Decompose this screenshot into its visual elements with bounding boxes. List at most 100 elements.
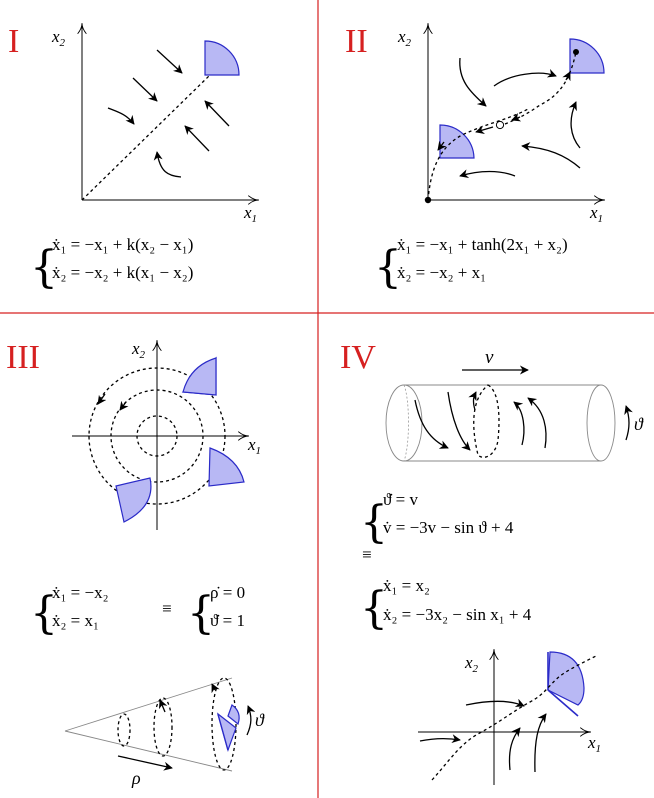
panel-4-arrow: [508, 727, 521, 771]
panel-3-equation-3: ρ̇ = 0: [210, 583, 245, 602]
panel-2-arrow: [568, 101, 581, 149]
panel-4-cylinder-left-end: [385, 384, 423, 462]
panel-4-arrow: [534, 713, 547, 773]
panel-2-arrow: [511, 112, 522, 122]
panel-3-equation-2: ẋ₂ = x₁: [52, 611, 99, 630]
panel-2-arrow: [437, 140, 447, 151]
panel-4-theta-arrow: [624, 405, 633, 441]
panel-2-brace: {: [374, 242, 402, 293]
panel-3-orbit-middle: [110, 389, 204, 483]
panel-3-rho-label: ρ: [131, 768, 141, 788]
panel-3-theta-arrow: [246, 705, 256, 736]
panel-4-arrow: [468, 391, 477, 411]
panel-1-wedge: [204, 40, 240, 76]
panel-3-cone-orbit-1: [117, 713, 131, 747]
panel-3-orbit-inner: [136, 415, 178, 457]
panel-4-equivalence: ≡: [362, 545, 372, 564]
panel-3-equivalence: ≡: [162, 599, 172, 618]
panel-3-equation-4: ϑ̇ = 1: [210, 611, 245, 630]
panel-4-equation-2: v̇ = −3v − sin ϑ + 4: [383, 518, 514, 537]
panel-4-cylinder-hidden-edge: [403, 384, 409, 462]
panel-4-arrow: [465, 698, 525, 707]
panel-3-cone-arrow: [158, 699, 168, 713]
panel-4-wedge: [547, 651, 585, 706]
panel-2-equation-2: ẋ₂ = −x₂ + x₁: [397, 263, 486, 282]
panel-3-cone-orbit-3: [211, 677, 237, 771]
panel-2-wedge-upper: [569, 38, 605, 74]
panel-2-unstable-manifold: [504, 51, 577, 125]
panel-3-rho-arrow: [117, 755, 173, 771]
panel-3-cone-bottom-edge: [64, 730, 233, 772]
panel-4-arrow: [414, 399, 449, 449]
panel-3-wedge-bottom: [115, 477, 152, 523]
panel-3-label: III: [6, 339, 40, 376]
panel-3-cone-wedge: [227, 704, 240, 726]
panel-2-arrow: [459, 57, 487, 107]
panel-3-wedge-top-fill: [182, 357, 217, 396]
panel-4-trajectory: [431, 654, 599, 781]
panel-2-x-axis-label: x1: [589, 203, 603, 225]
panel-2-equation-1: ẋ₁ = −x₁ + tanh(2x₁ + x₂): [397, 235, 568, 254]
panel-1-x-axis-label: x1: [243, 203, 257, 225]
panel-2-y-axis-label: x2: [397, 27, 412, 49]
panel-2-label: II: [345, 23, 368, 60]
panel-1: I x2 x1 { ẋ₁ = −x₁ + k(x₂ − x₁) ẋ₂ = −x₂…: [8, 23, 258, 293]
panel-4-brace-1: {: [360, 497, 388, 548]
panel-4-arrow: [513, 401, 525, 446]
panel-2-arrow: [493, 68, 557, 87]
panel-1-arrow: [156, 49, 183, 74]
panel-3-x-axis-label: x1: [247, 435, 261, 457]
panel-2-stable-node: [573, 49, 579, 55]
panel-1-label: I: [8, 23, 19, 60]
panel-1-equation-1: ẋ₁ = −x₁ + k(x₂ − x₁): [52, 235, 193, 254]
panel-4-arrow: [527, 397, 547, 449]
panel-4-equation-3: ẋ₁ = x₂: [383, 576, 430, 595]
panel-4: IV v ϑ { ϑ̇ = v v̇ = −3v − sin ϑ + 4 ≡ {…: [340, 339, 644, 785]
panel-2-origin-node: [424, 196, 432, 204]
panel-2-saddle-point: [495, 120, 505, 130]
panel-4-arrow: [419, 734, 461, 744]
panel-2-arrow: [475, 125, 494, 135]
panel-2-arrow: [459, 169, 516, 178]
panel-4-wedge-edge-bottom: [547, 689, 579, 717]
panel-4-equation-4: ẋ₂ = −3x₂ − sin x₁ + 4: [383, 605, 532, 624]
panel-1-y-axis-label: x2: [51, 27, 66, 49]
panel-3-brace-1: {: [30, 588, 58, 639]
panel-2-stable-manifold: [427, 107, 531, 201]
panel-2-wedge-lower: [439, 124, 475, 159]
panel-3-cone-orbit-2: [153, 697, 173, 757]
panel-3-arrow: [119, 400, 129, 411]
panel-1-arrow: [153, 151, 182, 178]
panel-4-label: IV: [340, 339, 376, 376]
panel-4-brace-2: {: [360, 583, 388, 634]
panel-2-arrow: [562, 71, 571, 82]
panel-4-theta-label: ϑ: [634, 414, 644, 434]
panel-4-equation-1: ϑ̇ = v: [383, 490, 419, 509]
panel-3-equation-1: ẋ₁ = −x₂: [52, 583, 109, 602]
panel-2: II x2 x1 { ẋ₁ = −x₁ + tanh(2x₁ + x₂) ẋ₂ …: [345, 23, 604, 293]
panel-3-y-axis-label: x2: [131, 339, 146, 361]
panel-4-x-axis-label: x1: [587, 733, 601, 755]
panel-1-arrow: [132, 77, 158, 102]
panel-3-arrow: [97, 393, 107, 405]
panel-1-brace: {: [30, 242, 58, 293]
panel-2-arrow: [521, 142, 581, 169]
panel-3-theta-label: ϑ: [255, 710, 265, 730]
panel-1-equation-2: ẋ₂ = −x₂ + k(x₁ − x₂): [52, 263, 193, 282]
panel-3: III x2 x1 { ẋ₁ = −x₂ ẋ₂ = x₁ ≡ { ρ̇ = 0 …: [6, 339, 265, 788]
panel-4-v-label: v: [485, 347, 494, 368]
panel-3-cone-arrow: [211, 683, 220, 694]
panel-3-cone-top-edge: [64, 677, 233, 732]
panel-1-arrow: [107, 107, 135, 125]
panel-1-arrow: [204, 100, 230, 127]
panel-4-cylinder-right-end: [586, 384, 616, 462]
panel-1-arrow: [184, 125, 210, 152]
panel-3-cone-wedge-fill: [216, 712, 237, 752]
panel-3-brace-2: {: [187, 588, 215, 639]
panel-3-wedge-right: [208, 447, 245, 487]
panel-3-orbit-outer: [88, 367, 226, 505]
panel-4-arrow: [447, 391, 471, 451]
panel-4-y-axis-label: x2: [464, 653, 479, 675]
panel-4-limit-cycle: [473, 384, 500, 458]
